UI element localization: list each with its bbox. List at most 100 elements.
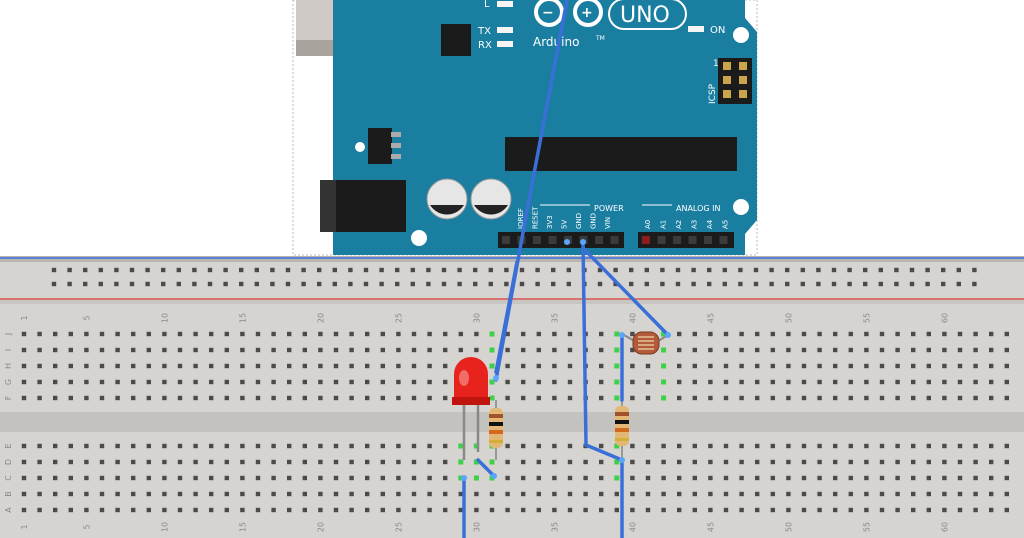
breadboard-hole xyxy=(474,491,479,497)
breadboard-hole xyxy=(192,267,197,273)
power-pin-label: VIN xyxy=(604,217,612,229)
breadboard-hole xyxy=(847,281,852,287)
breadboard-hole xyxy=(177,443,183,449)
breadboard-hole xyxy=(770,443,775,449)
svg-text:+: + xyxy=(581,5,593,21)
breadboard-hole xyxy=(443,379,448,385)
breadboard-hole xyxy=(583,459,588,465)
breadboard-hole xyxy=(801,395,807,401)
breadboard-hole xyxy=(84,395,89,401)
breadboard-hole xyxy=(599,395,604,401)
breadboard-hole xyxy=(692,475,697,481)
breadboard-hole xyxy=(630,507,635,513)
breadboard-hole xyxy=(131,507,136,513)
breadboard-hole xyxy=(536,507,541,513)
column-number: 25 xyxy=(394,522,403,532)
breadboard-hole xyxy=(848,331,853,337)
breadboard-hole xyxy=(817,379,822,385)
breadboard-hole xyxy=(396,363,401,369)
breadboard-hole xyxy=(879,443,885,449)
breadboard-hole xyxy=(317,267,322,273)
breadboard-hole xyxy=(193,507,198,513)
breadboard-hole xyxy=(708,507,713,513)
breadboard-hole xyxy=(769,267,774,273)
breadboard-hole xyxy=(21,507,27,513)
breadboard-hole xyxy=(177,379,183,385)
breadboard-hole xyxy=(302,347,307,353)
resistor-2 xyxy=(615,400,629,460)
breadboard-hole xyxy=(817,507,822,513)
breadboard-hole xyxy=(535,267,540,273)
breadboard-hole xyxy=(770,475,775,481)
breadboard-hole xyxy=(240,379,245,385)
breadboard-hole xyxy=(753,267,759,273)
breadboard-hole xyxy=(645,379,651,385)
breadboard-hole xyxy=(973,331,978,337)
breadboard-hole xyxy=(162,331,167,337)
column-number: 55 xyxy=(862,313,871,323)
digital-header xyxy=(505,137,737,171)
power-header-label: POWER xyxy=(594,204,624,213)
column-number: 30 xyxy=(472,522,481,532)
breadboard-hole xyxy=(411,347,417,353)
breadboard-hole xyxy=(552,363,557,369)
breadboard-hole xyxy=(255,363,261,369)
breadboard-hole xyxy=(380,363,385,369)
breadboard-hole xyxy=(193,363,198,369)
breadboard-hole xyxy=(349,507,354,513)
breadboard-hole xyxy=(723,491,729,497)
breadboard-hole xyxy=(37,347,42,353)
breadboard-hole xyxy=(597,267,603,273)
breadboard-hole xyxy=(521,379,526,385)
mount-hole xyxy=(733,27,749,43)
breadboard-hole xyxy=(677,331,682,337)
breadboard-hole xyxy=(131,443,136,449)
mount-hole xyxy=(411,230,427,246)
breadboard-hole xyxy=(255,347,261,353)
breadboard-hole xyxy=(973,347,978,353)
column-number: 1 xyxy=(20,524,29,529)
connected-hole xyxy=(614,395,620,401)
column-number: 40 xyxy=(628,522,637,532)
icsp-pin1-label: 1 xyxy=(713,59,719,69)
column-number: 15 xyxy=(238,313,247,323)
connected-hole xyxy=(614,331,620,337)
header-pin xyxy=(610,236,619,244)
breadboard-hole xyxy=(926,347,931,353)
breadboard-hole xyxy=(411,491,417,497)
breadboard-hole xyxy=(831,281,837,287)
breadboard-hole xyxy=(864,443,869,449)
breadboard-hole xyxy=(722,281,727,287)
breadboard-hole xyxy=(365,395,370,401)
breadboard-hole xyxy=(864,475,869,481)
breadboard-hole xyxy=(864,363,869,369)
breadboard-hole xyxy=(240,491,245,497)
breadboard-hole xyxy=(677,475,682,481)
breadboard-hole xyxy=(37,459,42,465)
breadboard-hole xyxy=(333,395,339,401)
breadboard-hole xyxy=(692,331,697,337)
breadboard-hole xyxy=(739,491,744,497)
breadboard-hole xyxy=(67,267,72,273)
breadboard-hole xyxy=(723,347,729,353)
breadboard-hole xyxy=(349,379,354,385)
breadboard-hole xyxy=(567,475,573,481)
breadboard-hole xyxy=(209,379,214,385)
breadboard-hole xyxy=(396,379,401,385)
breadboard-hole xyxy=(552,395,557,401)
column-number: 40 xyxy=(628,313,637,323)
breadboard-hole xyxy=(864,331,869,337)
wire-5v-to-breadboard xyxy=(494,260,519,374)
breadboard-hole xyxy=(864,347,869,353)
breadboard-hole xyxy=(271,379,276,385)
column-number: 60 xyxy=(940,313,949,323)
breadboard-hole xyxy=(68,347,73,353)
breadboard-hole xyxy=(37,507,42,513)
breadboard-hole xyxy=(411,331,417,337)
breadboard-hole xyxy=(879,379,885,385)
breadboard-hole xyxy=(224,395,229,401)
connected-hole xyxy=(473,475,479,481)
breadboard-hole xyxy=(630,347,635,353)
breadboard-hole xyxy=(162,507,167,513)
arduino-brand-label: Arduino xyxy=(533,35,579,49)
